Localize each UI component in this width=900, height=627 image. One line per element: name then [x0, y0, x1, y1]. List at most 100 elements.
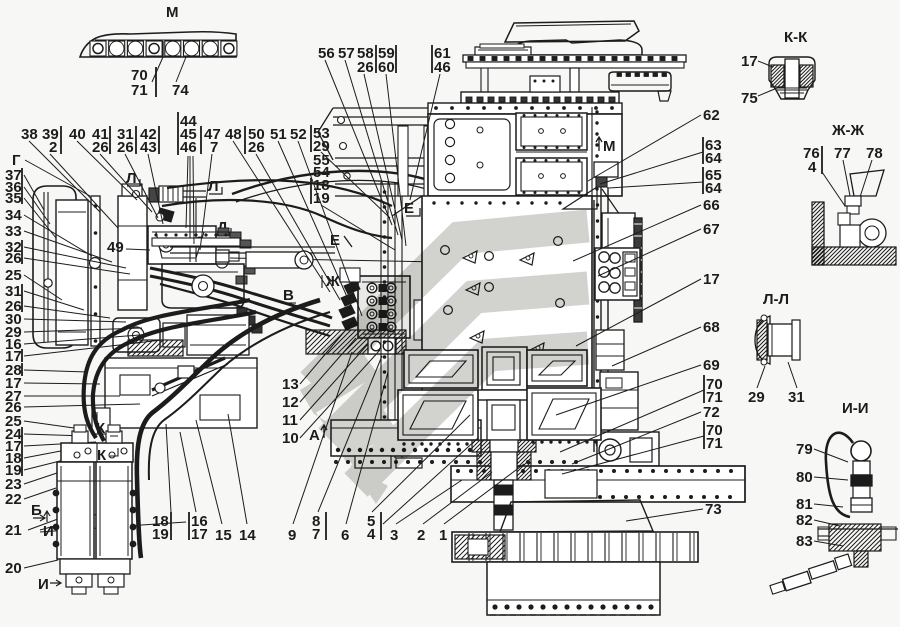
svg-text:72: 72 [703, 404, 720, 421]
svg-text:6: 6 [341, 527, 349, 544]
svg-text:43: 43 [140, 139, 157, 156]
svg-text:57: 57 [338, 45, 355, 62]
svg-text:Л: Л [208, 178, 219, 195]
svg-text:2: 2 [49, 139, 57, 156]
svg-text:33: 33 [5, 223, 22, 240]
svg-text:8: 8 [312, 513, 320, 530]
svg-text:32: 32 [5, 239, 22, 256]
svg-text:53: 53 [313, 125, 330, 142]
svg-text:66: 66 [703, 197, 720, 214]
svg-text:71: 71 [706, 435, 723, 452]
svg-text:34: 34 [5, 207, 22, 224]
svg-text:73: 73 [705, 501, 722, 518]
svg-text:70: 70 [706, 422, 723, 439]
svg-text:42: 42 [140, 126, 157, 143]
svg-text:52: 52 [290, 126, 307, 143]
svg-text:46: 46 [180, 139, 197, 156]
svg-text:К-К: К-К [784, 29, 808, 46]
svg-text:4: 4 [367, 526, 376, 543]
svg-text:18: 18 [313, 177, 330, 194]
svg-text:17: 17 [5, 375, 22, 392]
svg-text:14: 14 [239, 527, 256, 544]
svg-text:26: 26 [92, 139, 109, 156]
svg-text:68: 68 [703, 319, 720, 336]
svg-text:45: 45 [180, 126, 197, 143]
svg-text:17: 17 [703, 271, 720, 288]
svg-text:Ж: Ж [325, 273, 340, 290]
svg-text:26: 26 [5, 250, 22, 267]
svg-text:41: 41 [92, 126, 109, 143]
svg-text:79: 79 [796, 441, 813, 458]
svg-text:М: М [166, 4, 179, 21]
svg-text:37: 37 [5, 167, 22, 184]
svg-text:Е: Е [404, 200, 414, 217]
svg-text:58: 58 [357, 45, 374, 62]
svg-text:59: 59 [378, 45, 395, 62]
svg-text:31: 31 [117, 126, 134, 143]
svg-text:18: 18 [152, 513, 169, 530]
svg-text:13: 13 [282, 376, 299, 393]
svg-text:48: 48 [225, 126, 242, 143]
svg-text:18: 18 [5, 450, 22, 467]
svg-text:11: 11 [282, 412, 298, 429]
svg-text:15: 15 [215, 527, 232, 544]
svg-text:3: 3 [390, 527, 398, 544]
svg-text:19: 19 [152, 526, 169, 543]
svg-text:75: 75 [741, 90, 758, 107]
svg-text:64: 64 [705, 150, 722, 167]
svg-text:23: 23 [5, 476, 22, 493]
svg-text:80: 80 [796, 469, 813, 486]
svg-text:63: 63 [705, 137, 722, 154]
svg-text:29: 29 [5, 324, 22, 341]
svg-text:26: 26 [357, 59, 374, 76]
svg-text:16: 16 [5, 336, 22, 353]
svg-text:17: 17 [5, 438, 22, 455]
svg-text:71: 71 [131, 82, 148, 99]
svg-text:83: 83 [796, 533, 813, 550]
svg-text:51: 51 [270, 126, 287, 143]
svg-text:67: 67 [703, 221, 720, 238]
svg-text:54: 54 [313, 164, 330, 181]
svg-text:К: К [97, 447, 107, 464]
svg-text:9: 9 [288, 527, 296, 544]
svg-text:25: 25 [5, 267, 22, 284]
svg-text:76: 76 [803, 145, 820, 162]
svg-text:26: 26 [248, 139, 265, 156]
svg-text:77: 77 [834, 145, 851, 162]
svg-text:82: 82 [796, 512, 813, 529]
svg-text:16: 16 [191, 513, 208, 530]
svg-text:7: 7 [210, 139, 218, 156]
svg-text:60: 60 [378, 59, 395, 76]
svg-text:46: 46 [434, 59, 451, 76]
svg-text:28: 28 [5, 362, 22, 379]
svg-text:Л: Л [126, 170, 137, 187]
svg-text:17: 17 [5, 348, 22, 365]
svg-text:И: И [38, 576, 49, 593]
svg-text:31: 31 [788, 389, 805, 406]
svg-text:1: 1 [439, 527, 447, 544]
svg-text:20: 20 [5, 560, 22, 577]
svg-text:Е: Е [330, 232, 340, 249]
svg-text:27: 27 [5, 388, 22, 405]
svg-text:Г: Г [12, 152, 21, 169]
svg-text:29: 29 [313, 138, 330, 155]
svg-text:4: 4 [808, 159, 817, 176]
svg-text:81: 81 [796, 496, 813, 513]
svg-text:71: 71 [706, 389, 723, 406]
svg-text:А: А [309, 427, 320, 444]
svg-text:40: 40 [69, 126, 86, 143]
svg-text:12: 12 [282, 394, 299, 411]
svg-text:К: К [96, 420, 106, 437]
svg-text:38: 38 [21, 126, 38, 143]
svg-text:26: 26 [5, 298, 22, 315]
svg-text:10: 10 [282, 430, 299, 447]
svg-text:19: 19 [5, 462, 22, 479]
svg-text:30: 30 [5, 311, 22, 328]
svg-text:5: 5 [367, 513, 375, 530]
svg-text:21: 21 [5, 522, 22, 539]
svg-text:17: 17 [191, 526, 208, 543]
svg-text:24: 24 [5, 426, 22, 443]
svg-text:69: 69 [703, 357, 720, 374]
svg-text:Б: Б [31, 502, 42, 519]
svg-text:56: 56 [318, 45, 335, 62]
